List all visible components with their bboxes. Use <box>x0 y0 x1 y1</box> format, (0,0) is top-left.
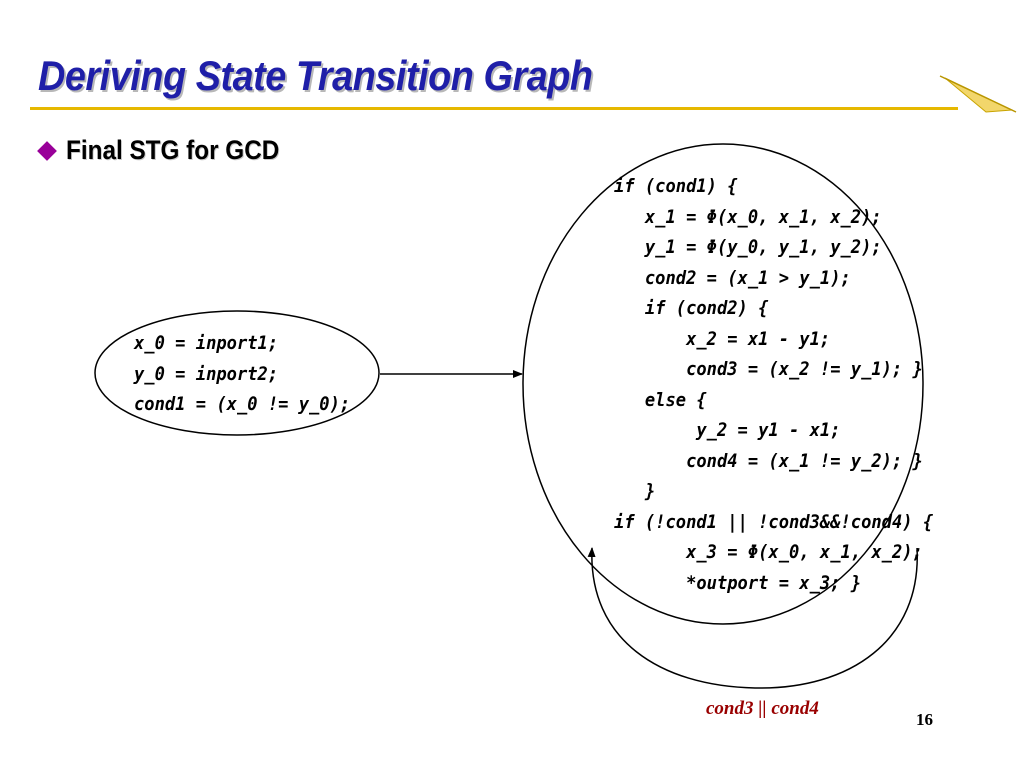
self-loop-label: cond3 || cond4 <box>706 698 819 719</box>
self-loop-arc <box>587 547 918 689</box>
slide-title: Deriving State Transition Graph <box>38 52 593 99</box>
state-node-loop <box>522 143 924 625</box>
state-node-init <box>94 310 380 436</box>
bullet-text: Final STG for GCD <box>66 135 280 165</box>
bullet-item: Final STG for GCD <box>37 135 303 166</box>
state-init-code: x_0 = inport1; y_0 = inport2; cond1 = (x… <box>134 332 351 415</box>
title-underline <box>30 107 958 110</box>
page-number: 16 <box>916 710 933 729</box>
state-loop-code: if (cond1) { x_1 = Φ(x_0, x_1, x_2); y_1… <box>614 175 934 594</box>
corner-swoosh-line <box>939 75 1017 113</box>
